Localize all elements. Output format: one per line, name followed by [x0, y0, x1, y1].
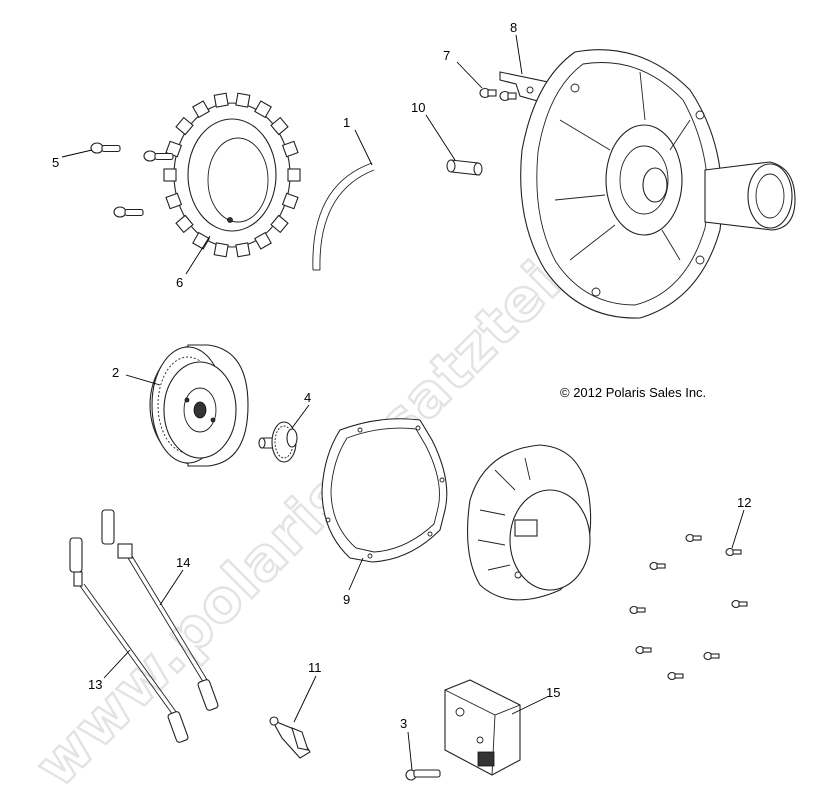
stator-tooth [192, 100, 210, 119]
bolt-icon [90, 142, 121, 154]
cover-housing [466, 444, 592, 601]
stator-tooth [254, 100, 272, 119]
callout-10: 10 [411, 100, 425, 115]
bracket-bolts [479, 87, 517, 102]
ignition-coil-icon [444, 679, 521, 776]
bolt-icon [703, 651, 720, 661]
callout-labels: 1 2 3 4 5 6 7 8 9 10 11 12 13 14 15 [52, 20, 751, 731]
stator-housing [520, 49, 796, 319]
bolt-icon [685, 533, 702, 543]
stator-tooth [270, 214, 289, 234]
callout-4: 4 [304, 390, 311, 405]
callout-15: 15 [546, 685, 560, 700]
bolt-icon [143, 150, 174, 162]
stator-bolts [90, 142, 174, 218]
callout-1: 1 [343, 115, 350, 130]
stator-icon [163, 92, 301, 258]
stator-tooth [235, 242, 251, 258]
stator-tooth [281, 192, 299, 210]
cover-bolts [629, 533, 748, 681]
callout-11: 11 [308, 660, 322, 675]
callout-12: 12 [737, 495, 751, 510]
copyright-notice: © 2012 Polaris Sales Inc. [560, 385, 706, 400]
stator-tooth [165, 192, 183, 210]
bolt-icon [479, 87, 497, 99]
stator-tooth [235, 92, 251, 108]
bolt-icon [725, 547, 742, 557]
spark-plug-wire-icon [101, 509, 219, 711]
stator-tooth [213, 92, 229, 108]
bolt-icon [731, 599, 748, 609]
bolt-icon [667, 671, 684, 681]
stator-tooth [175, 116, 194, 136]
spark-plug-wire-icon [69, 537, 189, 743]
callout-2: 2 [112, 365, 119, 380]
spark-plug-icon [269, 716, 311, 759]
bolt-icon [635, 645, 652, 655]
callout-6: 6 [176, 275, 183, 290]
stator-tooth [270, 116, 289, 136]
wire-loop-icon [312, 162, 375, 271]
callout-3: 3 [400, 716, 407, 731]
leader-lines [61, 34, 745, 771]
stator-tooth [287, 168, 301, 182]
stator-tooth [175, 214, 194, 234]
bolt-icon [499, 90, 517, 102]
callout-5: 5 [52, 155, 59, 170]
bolt-icon [113, 206, 144, 218]
callout-14: 14 [176, 555, 190, 570]
gasket-icon [321, 418, 448, 563]
bolt-icon [405, 769, 441, 781]
callout-8: 8 [510, 20, 517, 35]
bolt-icon [629, 605, 646, 615]
flywheel-icon [149, 344, 249, 467]
grommet-icon [446, 159, 483, 176]
stator-tooth [163, 168, 177, 182]
callout-9: 9 [343, 592, 350, 607]
callout-13: 13 [88, 677, 102, 692]
stator-tooth [281, 140, 299, 158]
bolt-icon [649, 561, 666, 571]
callout-7: 7 [443, 48, 450, 63]
stator-tooth [213, 242, 229, 258]
stator-tooth [192, 231, 210, 250]
stator-tooth [254, 231, 272, 250]
starter-gear-icon [258, 421, 298, 463]
